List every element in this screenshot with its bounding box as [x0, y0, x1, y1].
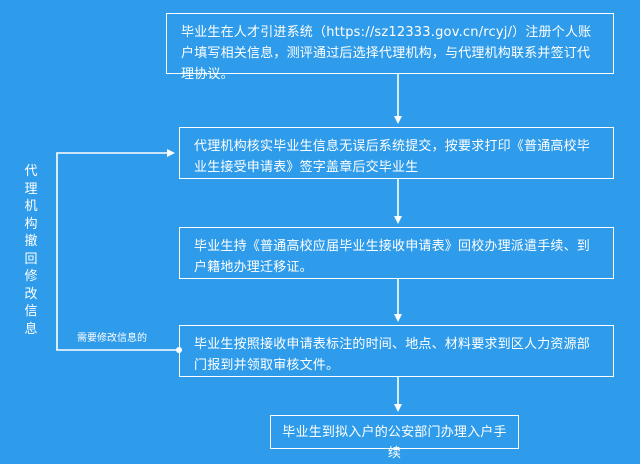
- step-1-box: 毕业生在人才引进系统（https://sz12333.gov.cn/rcyj/）…: [166, 13, 614, 82]
- step-2-text: 代理机构核实毕业生信息无误后系统提交，按要求打印《普通高校毕业生接受申请表》签字…: [194, 139, 591, 175]
- step-3-box: 毕业生持《普通高校应届毕业生接收申请表》回校办理派遣手续、到户籍地办理迁移证。: [179, 227, 614, 279]
- step-5-text: 毕业生到拟入户的公安部门办理入户手续: [282, 425, 507, 461]
- step-4-box: 毕业生按照接收申请表标注的时间、地点、材料要求到区人力资源部门报到并领取审核文件…: [179, 325, 614, 377]
- step-5-box: 毕业生到拟入户的公安部门办理入户手续: [270, 415, 519, 461]
- step-2-box: 代理机构核实毕业生信息无误后系统提交，按要求打印《普通高校毕业生接受申请表》签字…: [179, 127, 614, 179]
- loop-condition-label: 需要修改信息的: [77, 333, 147, 344]
- step-3-text: 毕业生持《普通高校应届毕业生接收申请表》回校办理派遣手续、到户籍地办理迁移证。: [194, 239, 591, 275]
- step-1-text: 毕业生在人才引进系统（https://sz12333.gov.cn/rcyj/）…: [181, 25, 592, 82]
- step-4-text: 毕业生按照接收申请表标注的时间、地点、材料要求到区人力资源部门报到并领取审核文件…: [194, 337, 591, 373]
- side-label-withdraw: 代理机构撤回修改信息: [24, 164, 38, 337]
- loop-back-arrow: [56, 149, 179, 351]
